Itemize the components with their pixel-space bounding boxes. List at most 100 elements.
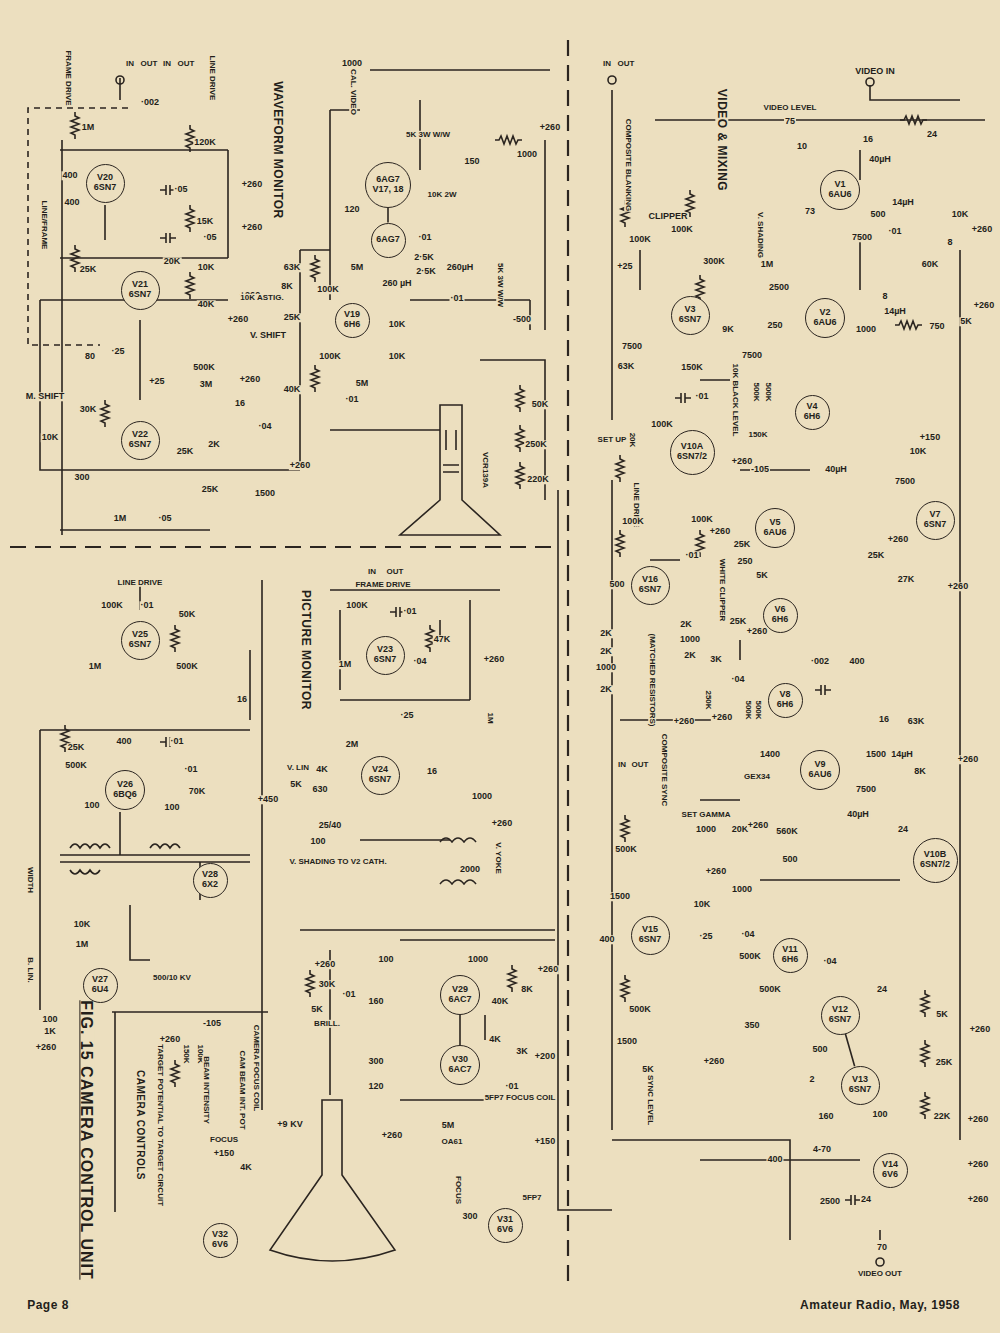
- component-value: 150: [463, 157, 480, 166]
- resistor-symbol: [900, 116, 927, 124]
- resistor-symbol: [621, 975, 629, 1002]
- component-value: ·25: [698, 932, 713, 941]
- component-value: 150K: [182, 1043, 190, 1064]
- section-heading: CAMERA CONTROLS: [135, 1069, 146, 1181]
- valve-number: V1: [834, 180, 845, 190]
- valve-number: V19: [344, 310, 360, 320]
- component-value: ·01: [449, 294, 464, 303]
- component-value: 150K: [747, 431, 768, 439]
- valve-type: 6V6: [882, 1170, 898, 1180]
- component-value: +25: [616, 262, 633, 271]
- component-value: 400: [848, 657, 865, 666]
- component-value: ·01: [504, 1082, 519, 1091]
- component-value: 300: [461, 1212, 478, 1221]
- component-value: TARGET POTENTIAL TO TARGET CIRCUIT: [156, 1043, 164, 1207]
- component-value: 500K: [754, 699, 762, 720]
- component-value: IN: [162, 60, 172, 68]
- component-value: 2: [808, 1075, 815, 1084]
- valve-number: 6AG7: [376, 175, 400, 185]
- component-value: 20K: [163, 257, 182, 266]
- component-value: 300: [73, 473, 90, 482]
- jack-socket: [116, 76, 124, 84]
- component-value: 100K: [650, 420, 674, 429]
- component-value: 8: [946, 238, 953, 247]
- valve-type: 6H6: [777, 700, 794, 710]
- component-value: 300: [367, 1057, 384, 1066]
- component-value: 3K: [515, 1047, 529, 1056]
- valve-envelope: V236SN7: [366, 636, 405, 675]
- component-value: ·04: [412, 657, 427, 666]
- component-value: +260: [539, 123, 561, 132]
- component-value: BEAM INTENSITY: [202, 1055, 210, 1125]
- component-value: 100K: [100, 601, 124, 610]
- component-value: LINE DRIVE: [208, 55, 216, 102]
- component-value: 750: [928, 322, 945, 331]
- component-value: 100K: [318, 352, 342, 361]
- component-value: 10K: [388, 320, 407, 329]
- valve-number: V23: [377, 645, 393, 655]
- component-value: 24: [860, 1195, 872, 1204]
- component-value: FOCUS: [454, 1175, 462, 1205]
- valve-type: 6BQ6: [113, 790, 137, 800]
- resistor-symbol: [186, 205, 194, 232]
- valve-envelope: V296AC7: [440, 975, 480, 1015]
- component-value: 63K: [907, 717, 926, 726]
- component-value: 100K: [345, 601, 369, 610]
- component-value: +260: [241, 180, 263, 189]
- component-value: 5K: [935, 1010, 949, 1019]
- section-heading: WAVEFORM MONITOR: [272, 80, 285, 220]
- component-value: 2K: [599, 647, 613, 656]
- valve-number: V25: [132, 630, 148, 640]
- component-value: OUT: [631, 761, 650, 769]
- component-value: OUT: [386, 568, 405, 576]
- component-value: 2·5K: [415, 267, 437, 276]
- valve-number: V13: [852, 1075, 868, 1085]
- component-value: +260: [711, 713, 733, 722]
- component-value: 25K: [733, 540, 752, 549]
- component-value: +260: [705, 867, 727, 876]
- component-value: 75: [784, 117, 796, 126]
- valve-envelope: 6AG7: [371, 223, 406, 258]
- capacitor-symbol: [675, 393, 691, 403]
- component-value: +260: [491, 819, 513, 828]
- component-value: IN: [125, 60, 135, 68]
- component-value: 10K: [951, 210, 970, 219]
- component-value: +260: [731, 457, 753, 466]
- valve-number: V5: [769, 518, 780, 528]
- component-value: +260: [241, 223, 263, 232]
- component-value: 100: [163, 803, 180, 812]
- component-value: +450: [257, 795, 279, 804]
- component-value: 5FP7: [521, 1194, 542, 1202]
- valve-type: 6SN7: [924, 520, 947, 530]
- component-value: OUT: [177, 60, 196, 68]
- component-value: +260: [673, 717, 695, 726]
- component-value: 25K: [176, 447, 195, 456]
- component-value: 10K: [909, 447, 928, 456]
- component-value: OUT: [140, 60, 159, 68]
- component-value: 47K: [433, 635, 452, 644]
- valve-type: 6H6: [344, 320, 361, 330]
- valve-type: 6SN7: [849, 1085, 872, 1095]
- component-value: +260: [703, 1057, 725, 1066]
- component-value: +260: [709, 527, 731, 536]
- component-value: 400: [766, 1155, 783, 1164]
- valve-number: V2: [819, 308, 830, 318]
- component-value: 1000: [731, 885, 753, 894]
- component-value: 250: [736, 557, 753, 566]
- component-value: 16: [234, 399, 246, 408]
- component-value: +260: [969, 1025, 991, 1034]
- transformer-winding: [70, 844, 180, 874]
- resistor-symbol: [921, 990, 929, 1017]
- valve-number: V27: [92, 975, 108, 985]
- component-value: 2·5K: [413, 253, 435, 262]
- component-value: 70K: [188, 787, 207, 796]
- valve-envelope: V96AU6: [800, 750, 840, 790]
- component-value: 350: [743, 1021, 760, 1030]
- component-value: 1000: [855, 325, 877, 334]
- component-value: 250K: [524, 440, 548, 449]
- component-value: 1M: [113, 514, 128, 523]
- component-value: 1400: [759, 750, 781, 759]
- component-value: +260: [289, 461, 311, 470]
- component-value: 4K: [488, 1035, 502, 1044]
- valve-type: 6H6: [772, 615, 789, 625]
